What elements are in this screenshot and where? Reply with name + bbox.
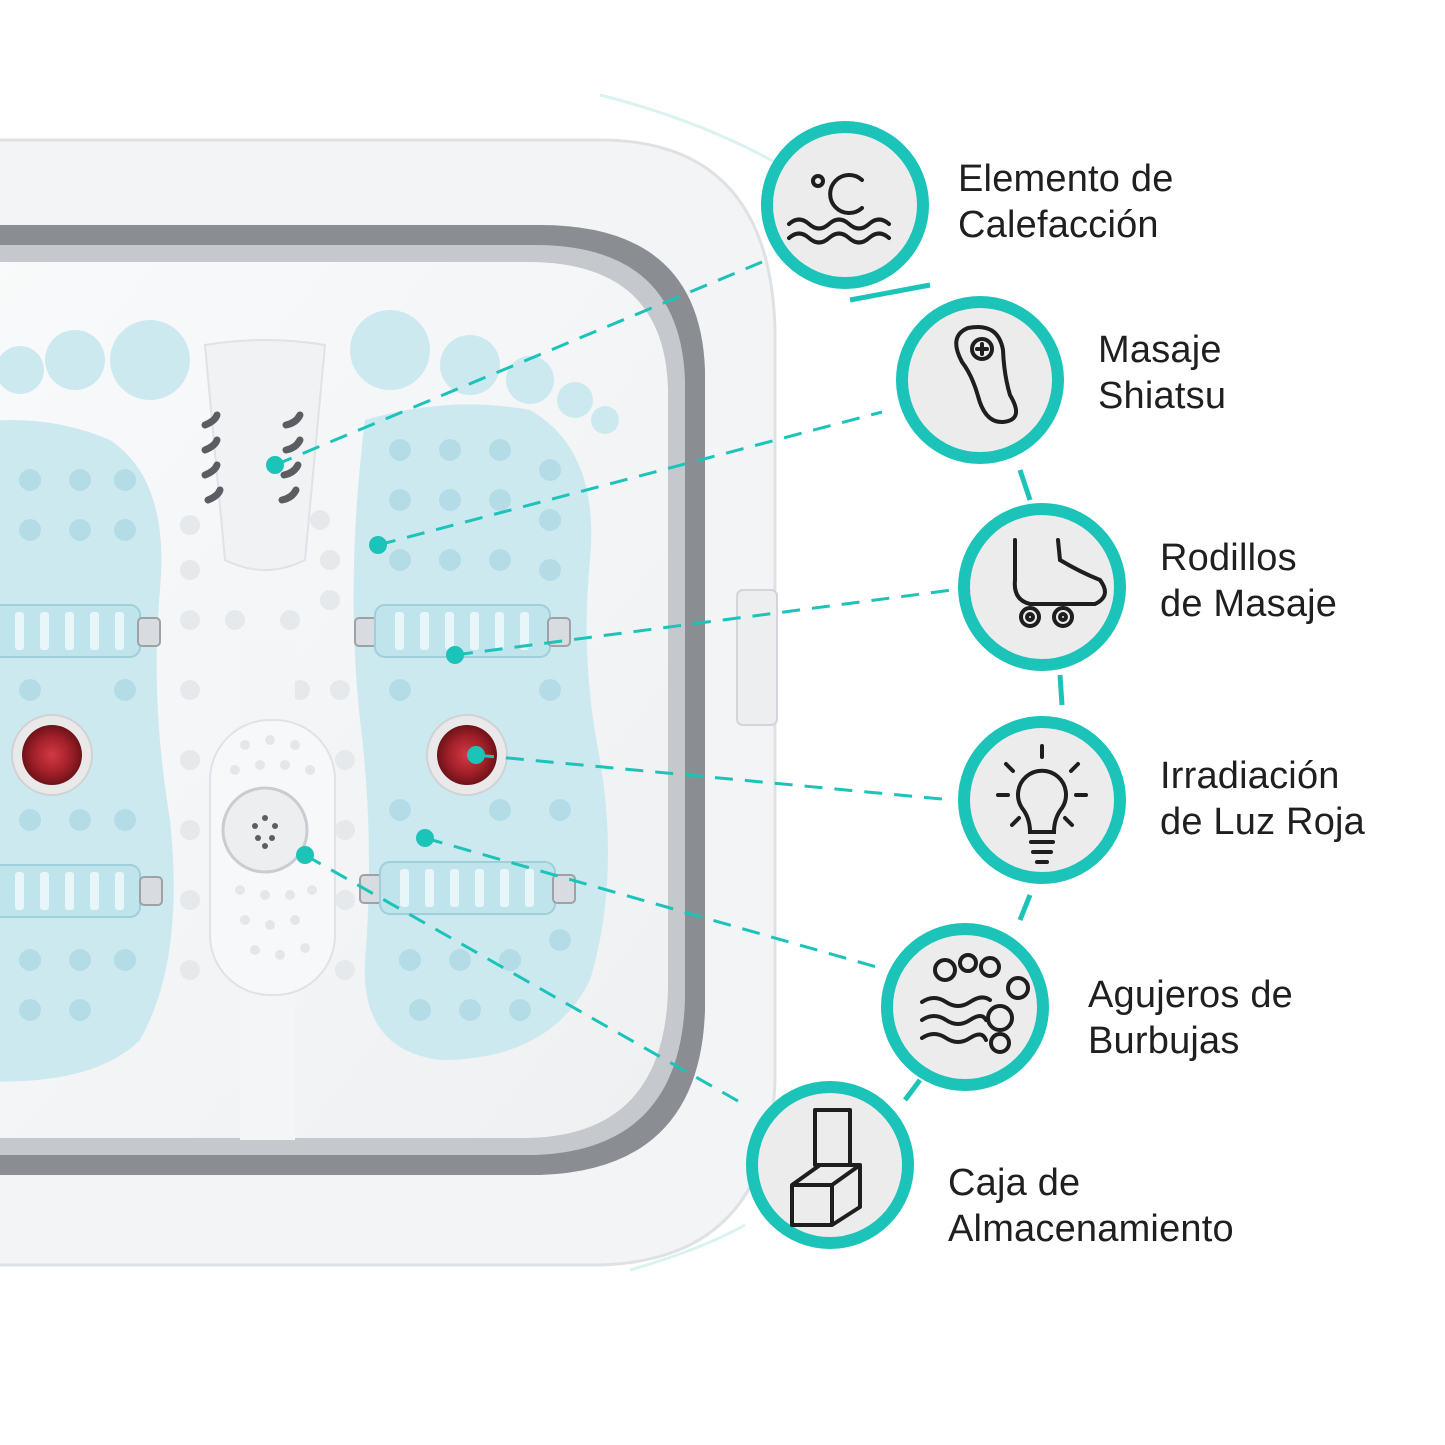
feature-label-rollers: Rodillos de Masaje bbox=[1160, 535, 1337, 627]
feature-label-line1: Masaje bbox=[1098, 329, 1222, 371]
storage-box-icon bbox=[790, 1108, 862, 1227]
feature-label-line2: Shiatsu bbox=[1098, 375, 1227, 417]
feature-label-red-light: Irradiación de Luz Roja bbox=[1160, 753, 1365, 845]
feature-circle-bubbles bbox=[881, 923, 1049, 1091]
center-massager-unit bbox=[209, 719, 336, 996]
roller-bottom-left bbox=[0, 864, 163, 918]
feature-label-line1: Rodillos bbox=[1160, 537, 1297, 579]
feature-label-line2: de Luz Roja bbox=[1160, 801, 1366, 843]
roller-top-left bbox=[0, 604, 161, 658]
feature-circle-rollers bbox=[958, 503, 1126, 671]
feature-label-line2: Burbujas bbox=[1088, 1020, 1240, 1062]
feature-label-line1: Agujeros de bbox=[1088, 974, 1294, 1016]
feature-label-line1: Irradiación bbox=[1160, 755, 1340, 797]
feature-label-line2: de Masaje bbox=[1160, 583, 1338, 625]
decor-arc-bottom bbox=[629, 1223, 746, 1272]
feature-spine bbox=[849, 282, 1065, 1102]
feature-label-storage: Caja de Almacenamiento bbox=[948, 1160, 1234, 1252]
red-light-left bbox=[11, 714, 93, 796]
shiatsu-massager-icon bbox=[954, 325, 1019, 425]
bubbles-icon bbox=[920, 953, 1030, 1054]
light-bulb-icon bbox=[996, 744, 1088, 864]
feature-circle-heating bbox=[761, 121, 929, 289]
feature-label-line2: Almacenamiento bbox=[948, 1208, 1234, 1250]
connector-dots bbox=[266, 456, 485, 864]
feature-label-heating: Elemento de Calefacción bbox=[958, 156, 1174, 248]
roller-top-right bbox=[354, 604, 571, 658]
heating-element-block bbox=[201, 339, 327, 571]
connector-lines bbox=[274, 260, 953, 1107]
side-latch bbox=[736, 589, 778, 726]
feature-circle-shiatsu bbox=[896, 296, 1064, 464]
feature-circle-storage bbox=[746, 1081, 914, 1249]
foot-rollers-icon bbox=[1012, 538, 1107, 628]
decor-arc-top bbox=[599, 93, 781, 167]
feature-label-line2: Calefacción bbox=[958, 204, 1159, 246]
feature-label-line1: Elemento de bbox=[958, 158, 1174, 200]
feature-label-bubbles: Agujeros de Burbujas bbox=[1088, 972, 1293, 1064]
foot-nubs bbox=[19, 439, 571, 1021]
feature-label-shiatsu: Masaje Shiatsu bbox=[1098, 327, 1226, 419]
feature-circle-red-light bbox=[958, 716, 1126, 884]
feature-label-line1: Caja de bbox=[948, 1162, 1081, 1204]
thermometer-water-icon bbox=[787, 173, 891, 245]
roller-bottom-right bbox=[359, 861, 576, 915]
